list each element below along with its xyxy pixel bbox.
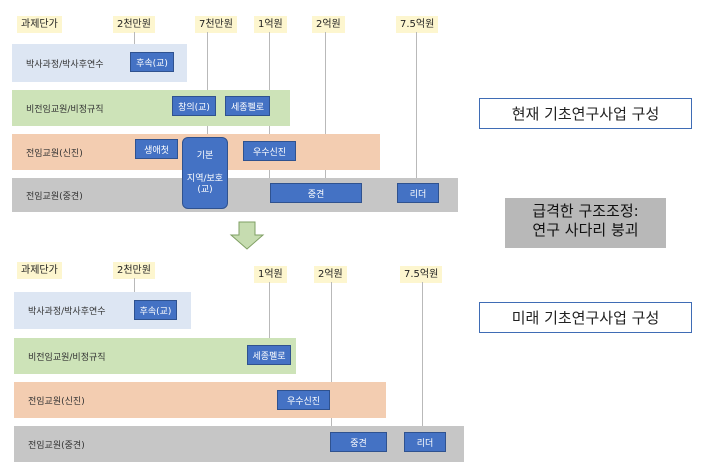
current-tick-750m: 7.5억원 xyxy=(396,16,439,33)
current-tick-20m: 2천만원 xyxy=(113,16,155,33)
future-tick-100m: 1억원 xyxy=(254,266,287,283)
current-row-nontenure-label: 비전임교원/비정규직 xyxy=(26,104,104,115)
regional-suffix: (교) xyxy=(197,184,213,195)
future-guide-750m xyxy=(422,282,423,434)
callout-line-1: 급격한 구조조정: xyxy=(532,202,639,220)
current-axis-title: 과제단가 xyxy=(17,16,62,33)
current-row-doctoral-label: 박사과정/박사후연수 xyxy=(26,59,104,70)
future-row-midcareer-label: 전임교원(중견) xyxy=(28,440,85,451)
future-tick-20m: 2천만원 xyxy=(113,262,155,279)
future-guide-200m xyxy=(331,282,332,436)
future-axis-title: 과제단가 xyxy=(17,262,62,279)
current-guide-200m xyxy=(325,32,326,184)
current-program-midcareer: 중견 xyxy=(270,183,362,203)
current-program-basic: 기본 지역/보호 (교) xyxy=(182,137,228,209)
current-row-midcareer: 전임교원(중견) xyxy=(12,178,458,212)
current-heading: 현재 기초연구사업 구성 xyxy=(479,98,692,129)
future-program-sejong: 세종펠로 xyxy=(247,345,291,365)
future-row-nontenure-label: 비전임교원/비정규직 xyxy=(28,352,106,363)
current-row-midcareer-label: 전임교원(중견) xyxy=(26,191,83,202)
regional-label: 지역/보호 xyxy=(186,173,224,184)
future-program-excellent-new: 우수신진 xyxy=(277,390,330,410)
future-row-junior: 전임교원(신진) xyxy=(14,382,386,418)
future-guide-20m xyxy=(134,278,135,300)
basic-label: 기본 xyxy=(196,150,214,161)
current-tick-200m: 2억원 xyxy=(312,16,345,33)
current-program-sejong: 세종펠로 xyxy=(225,96,270,116)
future-row-junior-label: 전임교원(신진) xyxy=(28,396,85,407)
future-row-midcareer: 전임교원(중견) xyxy=(14,426,464,462)
current-tick-100m: 1억원 xyxy=(254,16,287,33)
current-program-succession: 후속(교) xyxy=(130,52,174,72)
current-program-life-first: 생애첫 xyxy=(135,139,178,159)
current-program-excellent-new: 우수신진 xyxy=(243,141,296,161)
future-tick-200m: 2억원 xyxy=(314,266,347,283)
current-guide-20m xyxy=(134,32,135,52)
current-guide-750m xyxy=(416,32,417,184)
future-program-leader: 리더 xyxy=(404,432,446,452)
future-guide-100m xyxy=(269,282,270,346)
restructuring-callout: 급격한 구조조정: 연구 사다리 붕괴 xyxy=(505,198,666,248)
current-tick-70m: 7천만원 xyxy=(195,16,237,33)
current-row-junior-label: 전임교원(신진) xyxy=(26,148,83,159)
future-program-succession: 후속(교) xyxy=(134,300,177,320)
current-program-creative: 창의(교) xyxy=(172,96,216,116)
callout-line-2: 연구 사다리 붕괴 xyxy=(532,221,639,239)
future-row-doctoral-label: 박사과정/박사후연수 xyxy=(28,307,106,317)
down-arrow-icon xyxy=(229,221,265,250)
future-program-midcareer: 중견 xyxy=(330,432,387,452)
future-heading: 미래 기초연구사업 구성 xyxy=(479,302,692,333)
future-tick-750m: 7.5억원 xyxy=(400,266,443,283)
current-guide-70m xyxy=(207,32,208,140)
current-program-leader: 리더 xyxy=(397,183,439,203)
